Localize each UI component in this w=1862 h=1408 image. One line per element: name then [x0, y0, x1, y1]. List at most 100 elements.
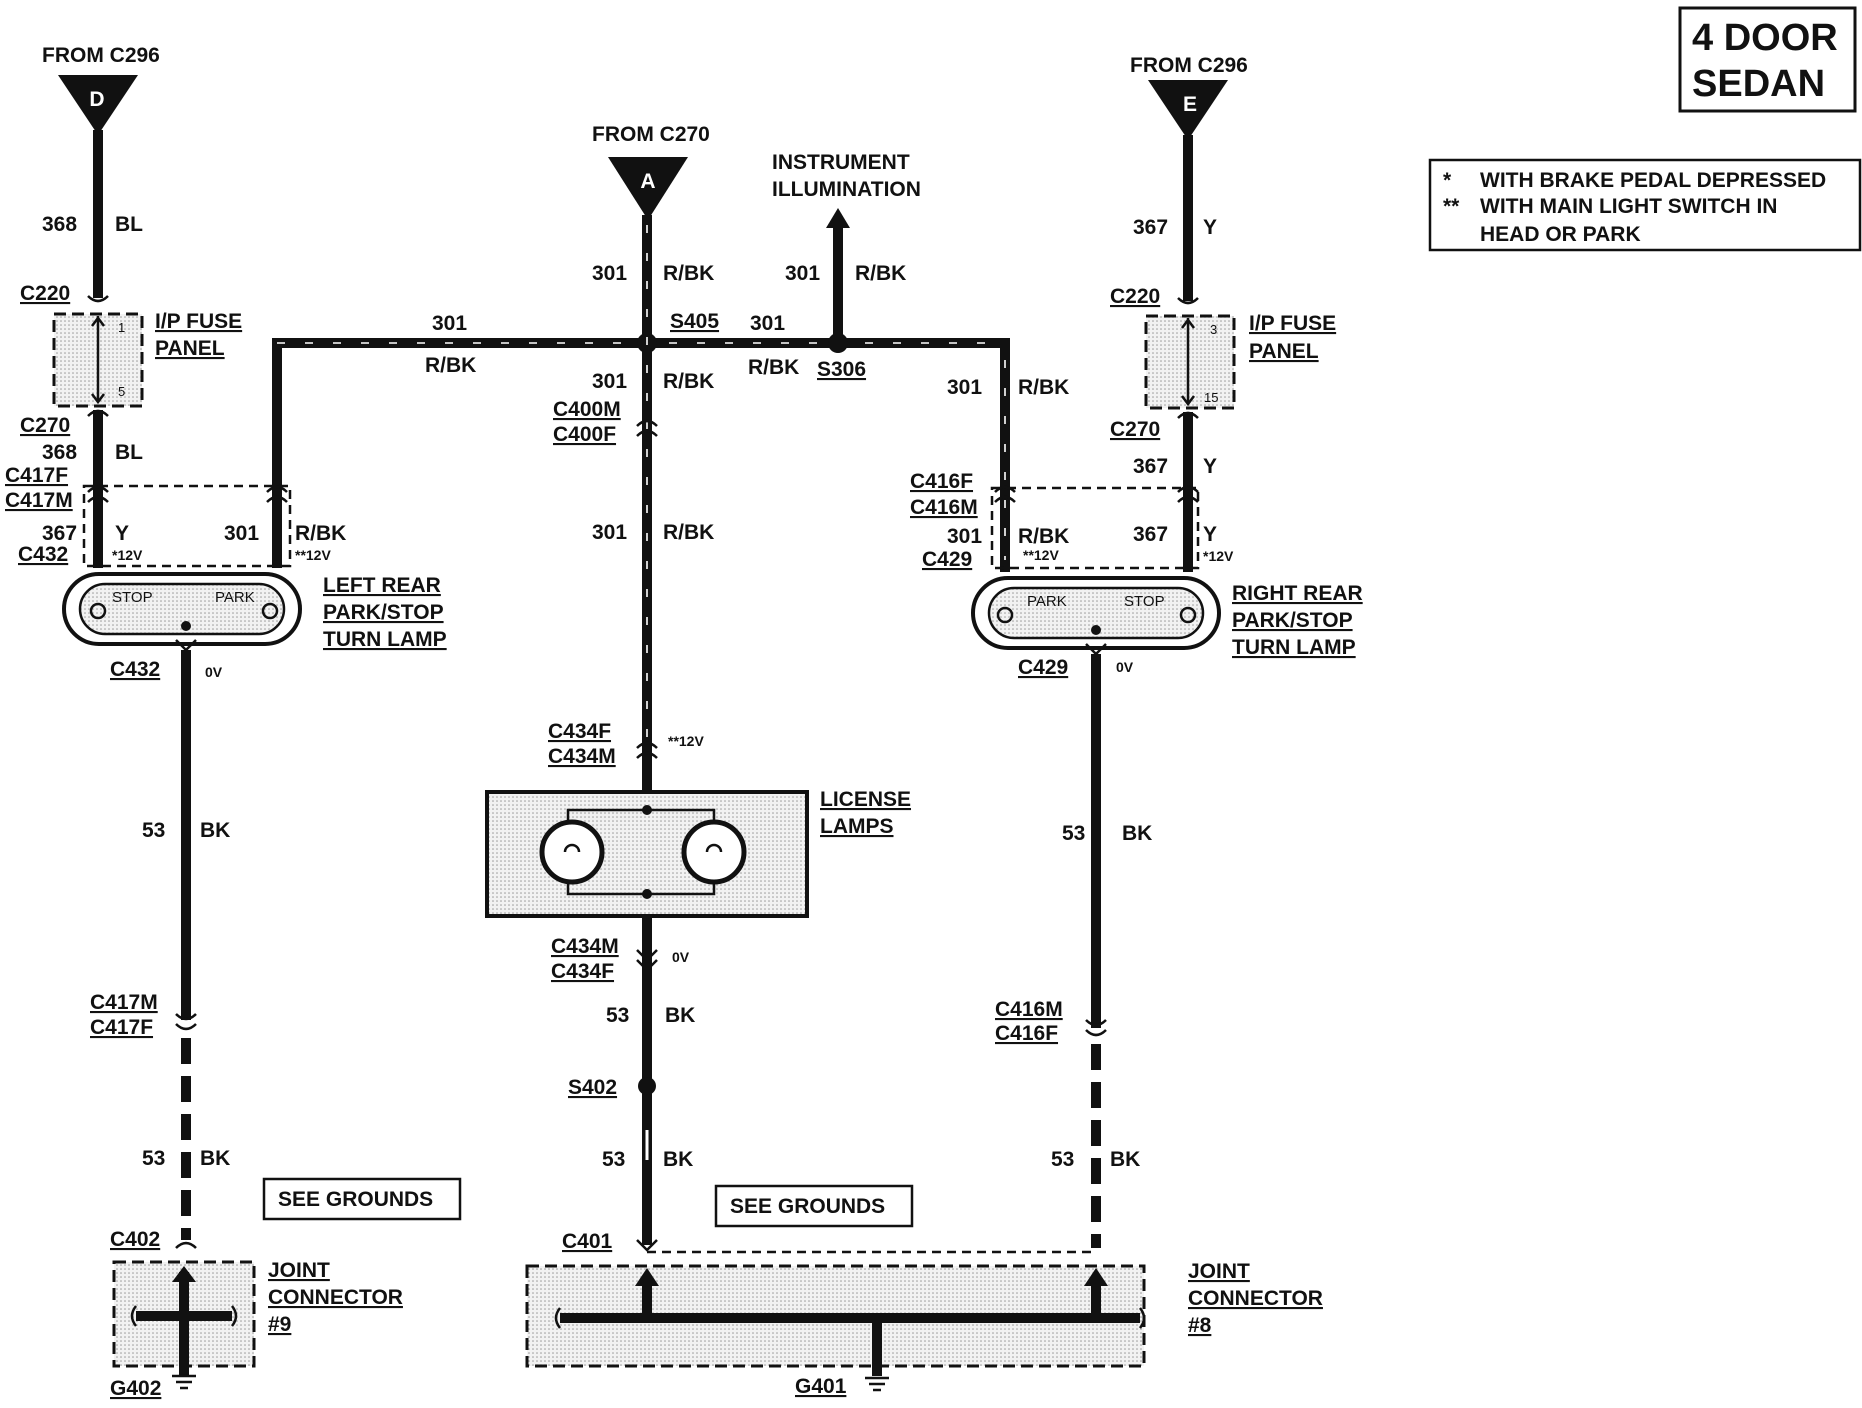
svg-text:CONNECTOR: CONNECTOR [1188, 1287, 1323, 1310]
svg-text:301: 301 [592, 370, 627, 393]
title-box: 4 DOOR SEDAN [1678, 6, 1857, 113]
source-right: FROM C296 E [1130, 54, 1248, 140]
center-circuit: 301 R/BK 301 R/BK C400M C400F 301 R/BK C… [485, 215, 914, 1253]
svg-text:A: A [640, 170, 655, 193]
svg-text:CONNECTOR: CONNECTOR [268, 1286, 403, 1309]
svg-text:C416M: C416M [995, 998, 1063, 1021]
svg-text:C416M: C416M [910, 496, 978, 519]
svg-text:C401: C401 [562, 1230, 613, 1253]
svg-text:301: 301 [592, 262, 627, 285]
svg-text:PARK/STOP: PARK/STOP [323, 601, 444, 624]
svg-text:15: 15 [1204, 390, 1218, 405]
svg-text:LEFT REAR: LEFT REAR [323, 574, 441, 597]
svg-text:53: 53 [602, 1148, 625, 1171]
svg-text:C417F: C417F [5, 464, 68, 487]
svg-text:C432: C432 [18, 543, 68, 566]
svg-text:S402: S402 [568, 1076, 617, 1099]
svg-text:C434M: C434M [551, 935, 619, 958]
svg-text:C429: C429 [922, 548, 972, 571]
svg-text:0V: 0V [1116, 659, 1134, 675]
svg-text:C416F: C416F [910, 470, 973, 493]
svg-text:367: 367 [42, 522, 77, 545]
svg-text:C270: C270 [1110, 418, 1160, 441]
svg-text:301: 301 [750, 312, 785, 335]
svg-text:ILLUMINATION: ILLUMINATION [772, 178, 921, 201]
svg-text:367: 367 [1133, 523, 1168, 546]
svg-text:PARK/STOP: PARK/STOP [1232, 609, 1353, 632]
svg-text:BL: BL [115, 441, 143, 464]
svg-text:LICENSE: LICENSE [820, 788, 911, 811]
svg-text:C400F: C400F [553, 423, 616, 446]
svg-text:*12V: *12V [112, 547, 143, 563]
svg-text:PARK: PARK [1027, 593, 1067, 610]
svg-text:C402: C402 [110, 1228, 160, 1251]
svg-text:STOP: STOP [1124, 593, 1165, 610]
svg-text:FROM C296: FROM C296 [1130, 54, 1248, 77]
svg-text:C434M: C434M [548, 745, 616, 768]
svg-text:FROM C296: FROM C296 [42, 44, 160, 67]
svg-text:D: D [89, 88, 104, 111]
svg-text:SEDAN: SEDAN [1692, 63, 1825, 105]
svg-text:C417M: C417M [90, 991, 158, 1014]
svg-text:301: 301 [592, 521, 627, 544]
svg-text:301: 301 [224, 522, 259, 545]
svg-text:53: 53 [142, 819, 165, 842]
svg-text:BK: BK [665, 1004, 695, 1027]
svg-text:Y: Y [1203, 455, 1217, 478]
svg-text:R/BK: R/BK [1018, 376, 1069, 399]
svg-text:Y: Y [1203, 216, 1217, 239]
svg-text:PARK: PARK [215, 589, 255, 606]
svg-text:I/P FUSE: I/P FUSE [1249, 312, 1336, 335]
svg-text:R/BK: R/BK [855, 262, 906, 285]
svg-text:*: * [1443, 169, 1452, 192]
svg-text:53: 53 [1062, 822, 1085, 845]
svg-text:HEAD OR PARK: HEAD OR PARK [1480, 223, 1641, 246]
svg-text:0V: 0V [205, 664, 223, 680]
svg-text:C434F: C434F [551, 960, 614, 983]
svg-text:#9: #9 [268, 1313, 291, 1336]
svg-text:301: 301 [947, 376, 982, 399]
legend-box: * WITH BRAKE PEDAL DEPRESSED ** WITH MAI… [1428, 158, 1862, 252]
svg-text:JOINT: JOINT [268, 1259, 330, 1282]
svg-text:C416F: C416F [995, 1022, 1058, 1045]
svg-text:C432: C432 [110, 658, 160, 681]
svg-text:**: ** [1443, 195, 1460, 218]
svg-text:4 DOOR: 4 DOOR [1692, 17, 1838, 59]
svg-text:WITH BRAKE PEDAL DEPRESSED: WITH BRAKE PEDAL DEPRESSED [1480, 169, 1826, 192]
svg-text:BK: BK [200, 1147, 230, 1170]
svg-text:R/BK: R/BK [295, 522, 346, 545]
svg-text:RIGHT REAR: RIGHT REAR [1232, 582, 1363, 605]
svg-text:TURN LAMP: TURN LAMP [1232, 636, 1356, 659]
right-circuit: 367 Y C220 3 15 I/P FUSE PANEL C270 367 … [910, 135, 1363, 1248]
svg-text:0V: 0V [672, 949, 690, 965]
svg-text:E: E [1183, 93, 1197, 116]
svg-text:C400M: C400M [553, 398, 621, 421]
svg-text:C429: C429 [1018, 656, 1068, 679]
svg-text:I/P FUSE: I/P FUSE [155, 310, 242, 333]
svg-text:Y: Y [1203, 523, 1217, 546]
svg-text:JOINT: JOINT [1188, 1260, 1250, 1283]
svg-text:R/BK: R/BK [425, 354, 476, 377]
svg-text:C434F: C434F [548, 720, 611, 743]
joint-connector-8: JOINT CONNECTOR #8 G401 [525, 1250, 1323, 1398]
svg-text:SEE GROUNDS: SEE GROUNDS [278, 1188, 433, 1211]
svg-text:C270: C270 [20, 414, 70, 437]
svg-text:BL: BL [115, 213, 143, 236]
svg-text:367: 367 [1133, 455, 1168, 478]
svg-text:**12V: **12V [668, 733, 704, 749]
svg-text:368: 368 [42, 213, 77, 236]
svg-text:LAMPS: LAMPS [820, 815, 894, 838]
svg-text:G402: G402 [110, 1377, 161, 1400]
svg-text:#8: #8 [1188, 1314, 1212, 1337]
svg-text:R/BK: R/BK [663, 370, 714, 393]
left-circuit: 368 BL C220 1 5 I/P FUSE PANEL C270 368 … [5, 130, 462, 1400]
svg-text:INSTRUMENT: INSTRUMENT [772, 151, 910, 174]
svg-text:PANEL: PANEL [1249, 340, 1319, 363]
svg-text:53: 53 [1051, 1148, 1074, 1171]
svg-text:STOP: STOP [112, 589, 153, 606]
svg-text:C220: C220 [1110, 285, 1160, 308]
svg-text:R/BK: R/BK [748, 356, 799, 379]
svg-text:FROM C270: FROM C270 [592, 123, 710, 146]
svg-text:TURN LAMP: TURN LAMP [323, 628, 447, 651]
svg-text:53: 53 [606, 1004, 629, 1027]
